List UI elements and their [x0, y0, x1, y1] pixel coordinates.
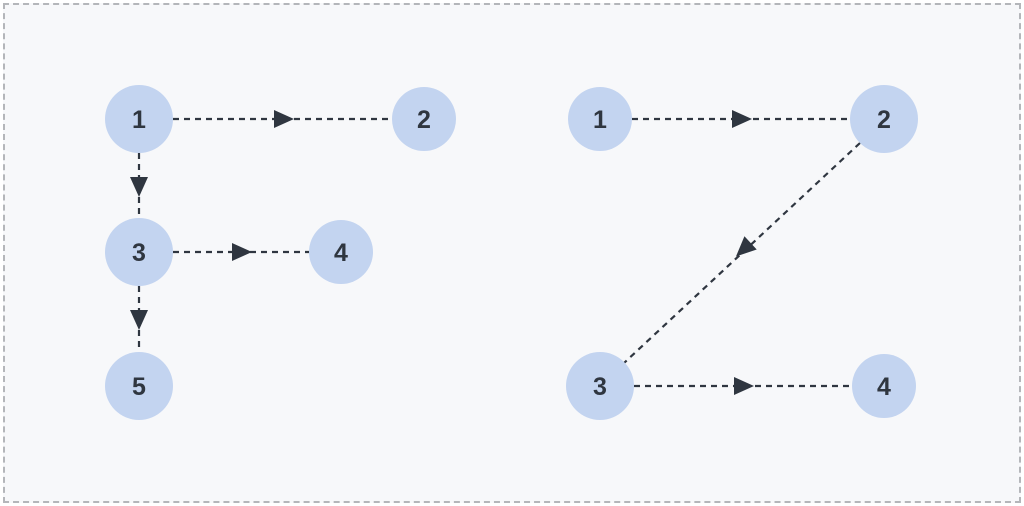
node-label: 1: [132, 106, 146, 134]
graph-edge[interactable]: [634, 377, 852, 395]
edge-arrowhead-icon: [735, 236, 757, 257]
graph-node[interactable]: 3: [105, 218, 173, 286]
graph-edge[interactable]: [130, 153, 148, 218]
edge-arrowhead-icon: [232, 243, 252, 261]
node-circle: [105, 85, 173, 153]
edge-arrowhead-icon: [130, 310, 148, 330]
graph-node[interactable]: 1: [105, 85, 173, 153]
node-circle: [105, 218, 173, 286]
graph-node[interactable]: 5: [105, 352, 173, 420]
node-circle: [568, 87, 632, 151]
edge-arrowhead-icon: [734, 377, 754, 395]
node-label: 5: [132, 373, 146, 401]
graph-node[interactable]: 4: [852, 354, 916, 418]
node-label: 3: [593, 373, 607, 401]
node-circle: [852, 354, 916, 418]
node-circle: [392, 87, 456, 151]
edge-arrowhead-icon: [732, 110, 752, 128]
graph-edge[interactable]: [173, 110, 392, 128]
graph-edge[interactable]: [173, 243, 309, 261]
node-circle: [105, 352, 173, 420]
edge-line: [623, 142, 861, 364]
node-label: 4: [877, 373, 891, 401]
node-label: 2: [877, 106, 891, 134]
node-circle: [566, 352, 634, 420]
graph-edge[interactable]: [632, 110, 850, 128]
edge-arrowhead-icon: [130, 177, 148, 197]
edge-arrowhead-icon: [274, 110, 294, 128]
node-circle: [850, 85, 918, 153]
node-label: 4: [334, 239, 348, 267]
node-label: 3: [132, 239, 146, 267]
right-graph: 1 2 3 4: [566, 85, 918, 420]
node-label: 1: [593, 106, 607, 134]
graph-edge[interactable]: [130, 286, 148, 352]
graph-node[interactable]: 4: [309, 220, 373, 284]
graph-node[interactable]: 1: [568, 87, 632, 151]
graph-node[interactable]: 2: [850, 85, 918, 153]
graph-node[interactable]: 3: [566, 352, 634, 420]
node-label: 2: [417, 106, 431, 134]
node-circle: [309, 220, 373, 284]
left-graph: 1 2 3 4 5: [105, 85, 456, 420]
graph-edge[interactable]: [623, 142, 861, 364]
graph-node[interactable]: 2: [392, 87, 456, 151]
